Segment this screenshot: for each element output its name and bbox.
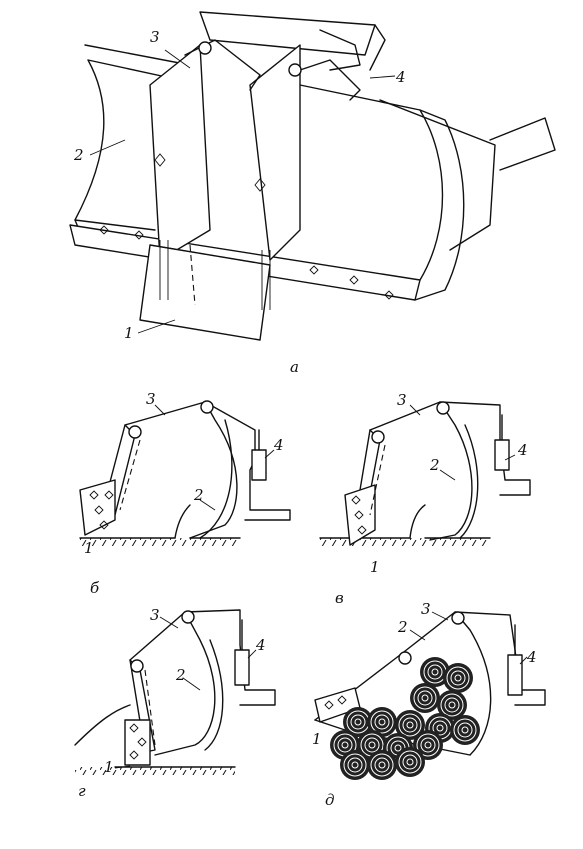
panel-d-callout-2: 2	[397, 618, 408, 636]
panel-b-callout-4: 4	[273, 436, 284, 454]
panel-v-letter: в	[335, 589, 344, 607]
panel-v-callout-2: 2	[429, 456, 440, 474]
panel-b-callout-1: 1	[84, 539, 94, 557]
panel-a-callout-4: 4	[395, 68, 406, 86]
panel-g-callout-3: 3	[150, 606, 160, 624]
panel-a-letter: а	[290, 358, 299, 376]
panel-b-drawing	[79, 400, 291, 546]
panel-d-letter: д	[325, 791, 335, 809]
panel-v-callout-1: 1	[370, 558, 380, 576]
panel-g-callout-4: 4	[255, 636, 266, 654]
panel-d-callout-3: 3	[421, 600, 431, 618]
panel-a-callout-2: 2	[73, 146, 84, 164]
panel-g-drawing	[74, 609, 276, 775]
panel-b-callout-2: 2	[193, 486, 204, 504]
panel-d-callout-1: 1	[312, 730, 322, 748]
panel-b-letter: б	[90, 579, 100, 597]
panel-a-callout-3: 3	[150, 28, 160, 46]
panel-d-drawing	[314, 611, 546, 781]
panel-g-callout-2: 2	[175, 666, 186, 684]
panel-b-callout-3: 3	[146, 390, 156, 408]
panel-v-callout-3: 3	[397, 391, 407, 409]
panel-g-callout-1: 1	[104, 758, 114, 776]
panel-a-drawing	[69, 11, 556, 341]
panel-g-letter: г	[78, 782, 86, 800]
panel-a-callout-1: 1	[124, 324, 134, 342]
panel-v-drawing	[319, 401, 531, 546]
panel-d-callout-4: 4	[526, 648, 537, 666]
panel-v-callout-4: 4	[517, 441, 528, 459]
